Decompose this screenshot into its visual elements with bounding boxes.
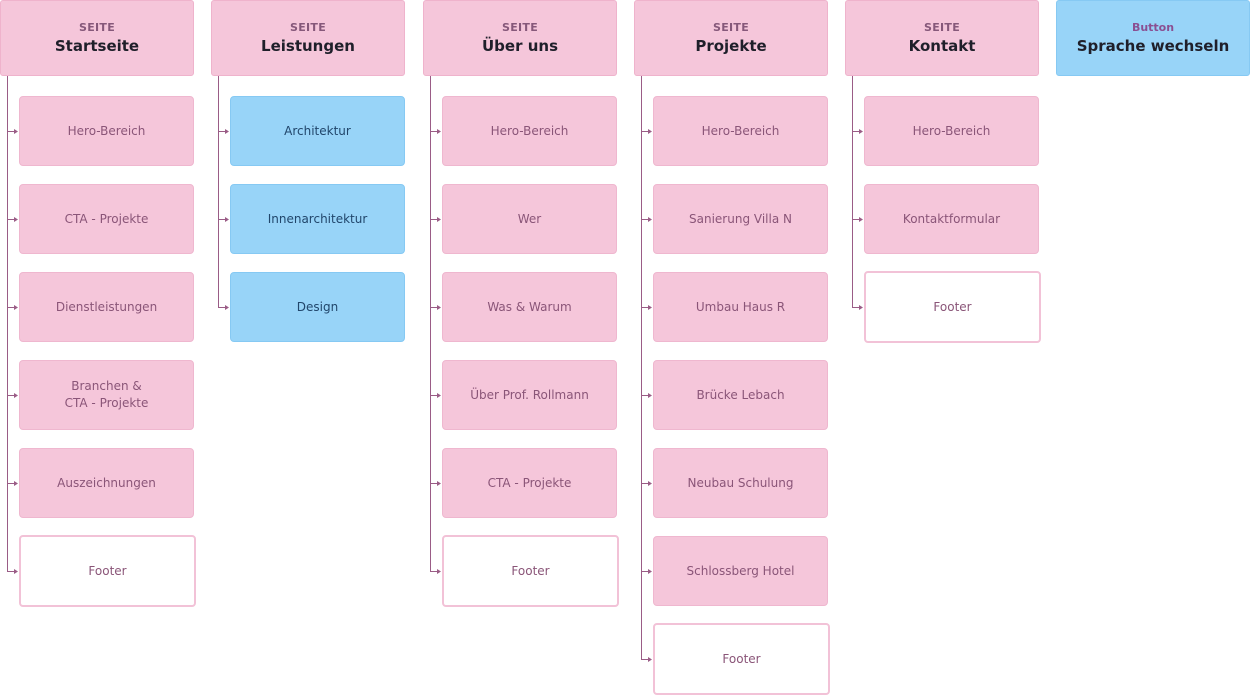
- connector-arrowhead: [648, 217, 652, 222]
- connector-arrowhead: [859, 305, 863, 310]
- connector-arrowhead: [437, 393, 441, 398]
- connector-arrowhead: [14, 305, 18, 310]
- connector-arrowhead: [648, 305, 652, 310]
- section-card-hero-bereich: Hero-Bereich: [442, 96, 617, 166]
- header-kind-label: SEITE: [501, 20, 539, 34]
- section-card-cta-projekte: CTA - Projekte: [19, 184, 194, 254]
- header-projekte: SEITE Projekte: [634, 0, 828, 76]
- section-card-bruecke-lebach: Brücke Lebach: [653, 360, 828, 430]
- connector-arrowhead: [437, 305, 441, 310]
- connector-arrowhead: [225, 217, 229, 222]
- section-card-architektur: Architektur: [230, 96, 405, 166]
- connector-arrowhead: [437, 129, 441, 134]
- section-card-hero-bereich: Hero-Bereich: [864, 96, 1039, 166]
- connector-arrowhead: [648, 393, 652, 398]
- connector-arrowhead: [648, 129, 652, 134]
- header-kind-label: Button: [1131, 20, 1175, 34]
- connector-arrowhead: [14, 481, 18, 486]
- section-card-kontaktformular: Kontaktformular: [864, 184, 1039, 254]
- connector-arrowhead: [14, 217, 18, 222]
- section-card-umbau-haus-r: Umbau Haus R: [653, 272, 828, 342]
- section-card-footer: Footer: [19, 535, 196, 607]
- connector-arrowhead: [648, 657, 652, 662]
- section-card-footer: Footer: [864, 271, 1041, 343]
- section-card-hero-bereich: Hero-Bereich: [653, 96, 828, 166]
- header-title: Über uns: [482, 36, 558, 55]
- connector-arrowhead: [14, 393, 18, 398]
- header-title: Sprache wechseln: [1076, 36, 1230, 55]
- header-kind-label: SEITE: [78, 20, 116, 34]
- section-card-ueber-prof-rollmann: Über Prof. Rollmann: [442, 360, 617, 430]
- connector-arrowhead: [648, 569, 652, 574]
- header-title: Kontakt: [908, 36, 976, 55]
- header-kind-label: SEITE: [712, 20, 750, 34]
- connector-arrowhead: [859, 129, 863, 134]
- header-kind-label: SEITE: [923, 20, 961, 34]
- section-card-dienstleistungen: Dienstleistungen: [19, 272, 194, 342]
- section-card-innenarchitektur: Innenarchitektur: [230, 184, 405, 254]
- section-card-cta-projekte: CTA - Projekte: [442, 448, 617, 518]
- connector-arrowhead: [437, 481, 441, 486]
- section-card-sanierung-villa-n: Sanierung Villa N: [653, 184, 828, 254]
- section-card-footer: Footer: [442, 535, 619, 607]
- connector-arrowhead: [648, 481, 652, 486]
- section-card-neubau-schulung: Neubau Schulung: [653, 448, 828, 518]
- header-title: Projekte: [695, 36, 767, 55]
- section-card-schlossberg-hotel: Schlossberg Hotel: [653, 536, 828, 606]
- header-title: Leistungen: [261, 36, 355, 55]
- connector-arrowhead: [859, 217, 863, 222]
- header-kontakt: SEITE Kontakt: [845, 0, 1039, 76]
- connector-arrowhead: [437, 569, 441, 574]
- section-card-branchen-and-cta-projekte: Branchen & CTA - Projekte: [19, 360, 194, 430]
- header-kind-label: SEITE: [289, 20, 327, 34]
- section-card-design: Design: [230, 272, 405, 342]
- section-card-hero-bereich: Hero-Bereich: [19, 96, 194, 166]
- section-card-auszeichnungen: Auszeichnungen: [19, 448, 194, 518]
- header-startseite: SEITE Startseite: [0, 0, 194, 76]
- connector-arrowhead: [14, 569, 18, 574]
- connector-arrowhead: [225, 129, 229, 134]
- section-card-footer: Footer: [653, 623, 830, 695]
- header-title: Startseite: [54, 36, 140, 55]
- header-ueber-uns: SEITE Über uns: [423, 0, 617, 76]
- connector-arrowhead: [225, 305, 229, 310]
- connector-arrowhead: [437, 217, 441, 222]
- connector-arrowhead: [14, 129, 18, 134]
- section-card-was-and-warum: Was & Warum: [442, 272, 617, 342]
- header-leistungen: SEITE Leistungen: [211, 0, 405, 76]
- section-card-wer: Wer: [442, 184, 617, 254]
